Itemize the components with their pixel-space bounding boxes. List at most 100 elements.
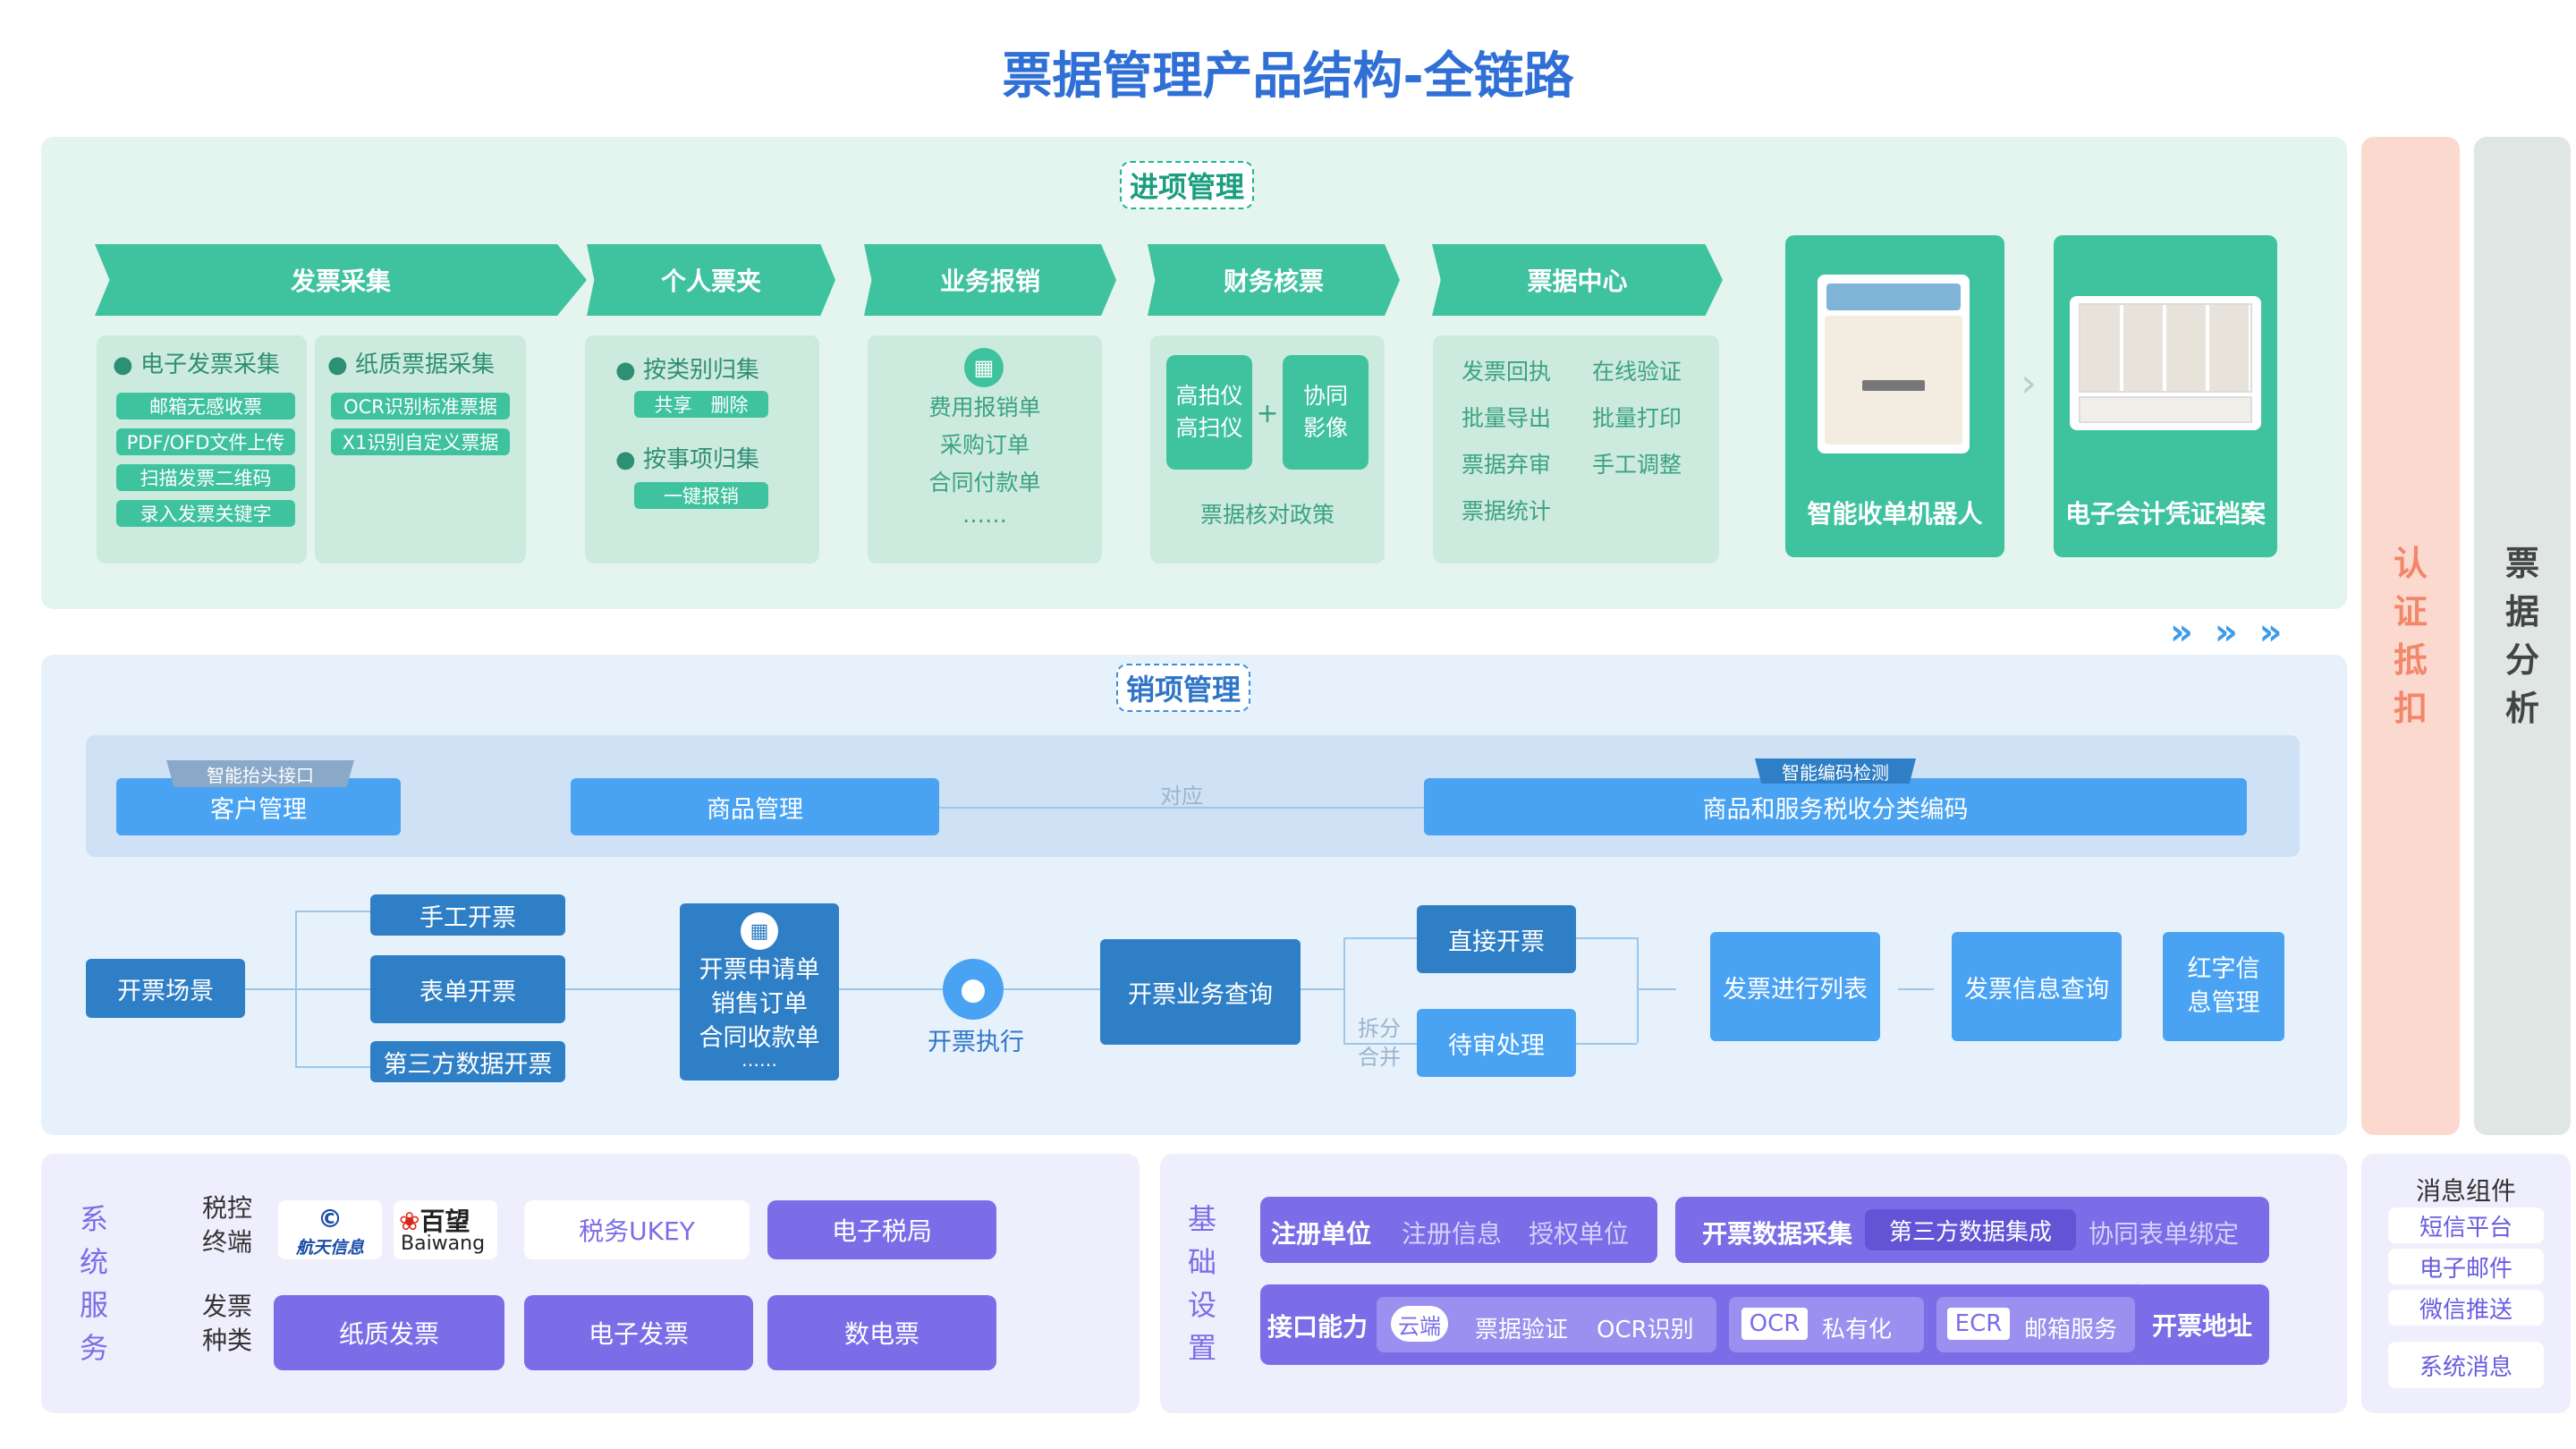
wallet-group-matter: ● 按事项归集 [615, 446, 759, 473]
cloud-group[interactable]: 云端 票据验证 OCR识别 [1377, 1297, 1716, 1352]
report-icon: ▦ [964, 348, 1004, 387]
tax-code-button[interactable]: 商品和服务税收分类编码 [1424, 778, 2247, 835]
analysis-column[interactable]: 票据分析 [2474, 137, 2571, 1135]
user-icon: ● [943, 959, 1004, 1020]
reimburse-item: 合同付款单 [928, 470, 1041, 496]
thirdparty-integration[interactable]: 第三方数据集成 [1865, 1209, 2076, 1250]
direct-invoice-button[interactable]: 直接开票 [1417, 905, 1576, 973]
data-collect-group[interactable]: 开票数据采集 第三方数据集成 协同表单绑定 [1675, 1197, 2269, 1263]
center-item[interactable]: 批量导出 [1462, 405, 1552, 431]
register-item[interactable]: 注册信息 [1402, 1219, 1503, 1249]
customer-button[interactable]: 客户管理 [116, 778, 401, 835]
wallet-pill[interactable]: 一键报销 [634, 482, 768, 509]
cloud-icon: 云端 [1391, 1306, 1448, 1342]
reimburse-item: 费用报销单 [928, 394, 1041, 420]
invoice-list-button[interactable]: 发票进行列表 [1710, 932, 1880, 1041]
step-wallet[interactable]: 个人票夹 [587, 244, 835, 316]
email-item[interactable]: 电子邮件 [2388, 1249, 2544, 1284]
center-item[interactable]: 手工调整 [1592, 452, 1682, 478]
outbound-badge: 销项管理 [1116, 664, 1250, 712]
wallet-pill[interactable]: 共享 删除 [634, 391, 768, 418]
archive-image [2070, 296, 2261, 430]
ecr-tag: ECR [1947, 1308, 2010, 1340]
collect-item[interactable]: PDF/OFD文件上传 [116, 428, 295, 455]
center-item[interactable]: 批量打印 [1592, 405, 1682, 431]
base-settings-section: 基础设置 注册单位 注册信息 授权单位 开票数据采集 第三方数据集成 协同表单绑… [1160, 1154, 2347, 1413]
audit-policy: 票据核对政策 [1199, 502, 1335, 528]
electronic-invoice-button[interactable]: 电子发票 [524, 1295, 753, 1370]
archive-card[interactable]: 电子会计凭证档案 [2054, 235, 2277, 557]
scanner-button[interactable]: 高拍仪 高扫仪 [1166, 355, 1252, 470]
cloud-item: OCR识别 [1597, 1317, 1694, 1343]
reimburse-item: 采购订单 [939, 432, 1030, 458]
step-audit[interactable]: 财务核票 [1148, 244, 1400, 316]
paper-invoice-button[interactable]: 纸质发票 [274, 1295, 504, 1370]
wechat-item[interactable]: 微信推送 [2388, 1290, 2544, 1326]
collect-item[interactable]: 扫描发票二维码 [116, 464, 295, 491]
image-button[interactable]: 协同 影像 [1283, 355, 1368, 470]
center-item[interactable]: 票据弃审 [1462, 452, 1552, 478]
ukey-button[interactable]: 税务UKEY [524, 1200, 750, 1259]
robot-card[interactable]: 智能收单机器人 [1785, 235, 2004, 557]
wallet-card: ● 按类别归集 共享 删除 ● 按事项归集 一键报销 [585, 335, 819, 564]
system-message-item[interactable]: 系统消息 [2388, 1342, 2544, 1388]
goods-button[interactable]: 商品管理 [571, 778, 939, 835]
ocr-private-group[interactable]: OCR 私有化 [1729, 1297, 1924, 1352]
ocr-item: 私有化 [1822, 1317, 1893, 1343]
base-label: 基础设置 [1187, 1202, 1216, 1365]
apply-item: 销售订单 [711, 990, 808, 1018]
apply-item: 开票申请单 [699, 956, 820, 984]
api-group[interactable]: 接口能力 云端 票据验证 OCR识别 OCR 私有化 ECR 邮箱服务 [1260, 1284, 2149, 1365]
center-item[interactable]: 在线验证 [1592, 359, 1682, 385]
ecr-group[interactable]: ECR 邮箱服务 [1936, 1297, 2135, 1352]
wallet-group-category: ● 按类别归集 [615, 357, 759, 384]
form-invoice-button[interactable]: 表单开票 [370, 955, 565, 1023]
invoice-address-button[interactable]: 开票地址 [2135, 1284, 2269, 1365]
outbound-section: 销项管理 客户管理 智能抬头接口 商品管理 对应 商品和服务税收分类编码 智能编… [41, 655, 2347, 1135]
ocr-tag: OCR [1741, 1308, 1808, 1340]
collect-label: 开票数据采集 [1702, 1219, 1853, 1249]
scene-button[interactable]: 开票场景 [86, 959, 245, 1018]
merge-label: 合并 [1358, 1044, 1401, 1070]
register-group[interactable]: 注册单位 注册信息 授权单位 [1260, 1197, 1657, 1263]
link-label: 对应 [1160, 783, 1203, 809]
center-item[interactable]: 票据统计 [1462, 498, 1552, 524]
auth-deduct-column[interactable]: 认证抵扣 [2361, 137, 2460, 1135]
message-section: 消息组件 短信平台 电子邮件 微信推送 系统消息 [2361, 1154, 2571, 1413]
register-label: 注册单位 [1271, 1219, 1372, 1249]
collect-item[interactable]: 录入发票关键字 [116, 500, 295, 527]
audit-card: 高拍仪 高扫仪 + 协同 影像 票据核对政策 [1150, 335, 1385, 564]
invoice-info-button[interactable]: 发票信息查询 [1952, 932, 2122, 1041]
aisino-logo: © 航天信息 [278, 1200, 382, 1259]
split-label: 拆分 [1358, 1015, 1401, 1041]
red-letter-button[interactable]: 红字信 息管理 [2163, 932, 2284, 1041]
tax-bureau-button[interactable]: 电子税局 [767, 1200, 996, 1259]
reimburse-item: …… [962, 502, 1007, 528]
center-card: 发票回执 在线验证 批量导出 批量打印 票据弃审 手工调整 票据统计 [1433, 335, 1719, 564]
query-button[interactable]: 开票业务查询 [1100, 939, 1301, 1045]
register-item[interactable]: 授权单位 [1529, 1219, 1630, 1249]
collect-item[interactable]: 协同表单绑定 [2089, 1219, 2240, 1249]
thirdparty-invoice-button[interactable]: 第三方数据开票 [370, 1041, 565, 1082]
collect-item[interactable]: OCR识别标准票据 [331, 393, 510, 419]
kind-label: 发票 种类 [201, 1292, 252, 1355]
digital-invoice-button[interactable]: 数电票 [767, 1295, 996, 1370]
sms-item[interactable]: 短信平台 [2388, 1208, 2544, 1243]
chevron-right-icon: › [2021, 360, 2037, 406]
taxctrl-label: 税控 终端 [201, 1193, 252, 1257]
step-center[interactable]: 票据中心 [1432, 244, 1723, 316]
electronic-collect-card: ● 电子发票采集 邮箱无感收票 PDF/OFD文件上传 扫描发票二维码 录入发票… [97, 335, 307, 564]
collect-item[interactable]: X1识别自定义票据 [331, 428, 510, 455]
paper-head: ● 纸质票据采集 [327, 352, 495, 378]
manual-invoice-button[interactable]: 手工开票 [370, 894, 565, 936]
apply-card[interactable]: ▦ 开票申请单 销售订单 合同收款单 …… [680, 903, 839, 1080]
robot-label: 智能收单机器人 [1807, 499, 1983, 529]
inbound-section: 进项管理 发票采集 个人票夹 业务报销 财务核票 票据中心 ● 电子发票采集 邮… [41, 137, 2347, 609]
step-collect[interactable]: 发票采集 [95, 244, 587, 316]
collect-item[interactable]: 邮箱无感收票 [116, 393, 295, 419]
step-reimburse[interactable]: 业务报销 [864, 244, 1116, 316]
pending-button[interactable]: 待审处理 [1417, 1009, 1576, 1077]
center-item[interactable]: 发票回执 [1462, 359, 1552, 385]
paper-collect-card: ● 纸质票据采集 OCR识别标准票据 X1识别自定义票据 [315, 335, 526, 564]
double-chevron-icon: »»» [2170, 612, 2304, 653]
